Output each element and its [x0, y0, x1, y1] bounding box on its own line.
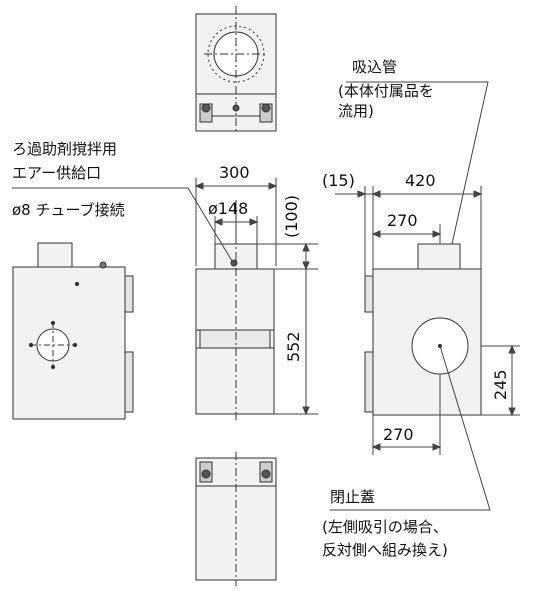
tube-connection-label: ø8 チューブ接続: [12, 201, 125, 219]
dim-depth: 420: [405, 171, 436, 190]
air-supply-label-line2: エアー供給口: [12, 164, 102, 182]
dim-width-front: 300: [219, 163, 250, 182]
leader-lines: [12, 81, 491, 511]
top-view: [195, 6, 277, 132]
air-supply-label-line1: ろ過助剤撹拌用: [12, 140, 118, 158]
dim-pipe-position: 270: [387, 211, 418, 230]
left-side-view: [12, 242, 134, 420]
front-dimensions: [194, 178, 318, 416]
suction-note-line1: (本体付属品を: [338, 82, 434, 100]
suction-pipe-label: 吸込管: [352, 58, 398, 76]
cover-label: 閉止蓋: [330, 488, 376, 506]
dim-cover-position: 270: [383, 425, 414, 444]
bottom-view: [195, 452, 277, 586]
right-side-view: [364, 243, 482, 416]
dim-pipe-height: (100): [282, 194, 301, 238]
dim-cover-height: 245: [491, 369, 510, 400]
cover-note-line1: (左側吸引の場合、: [322, 518, 448, 536]
front-view: [195, 200, 275, 420]
cover-note-line2: 反対側へ組み換え): [322, 541, 448, 559]
suction-note-line2: 流用): [338, 102, 374, 120]
dim-pipe-diameter: ø148: [208, 199, 249, 218]
right-dimensions: [335, 186, 520, 455]
dim-offset: (15): [322, 171, 355, 190]
dim-body-height: 552: [284, 331, 303, 362]
